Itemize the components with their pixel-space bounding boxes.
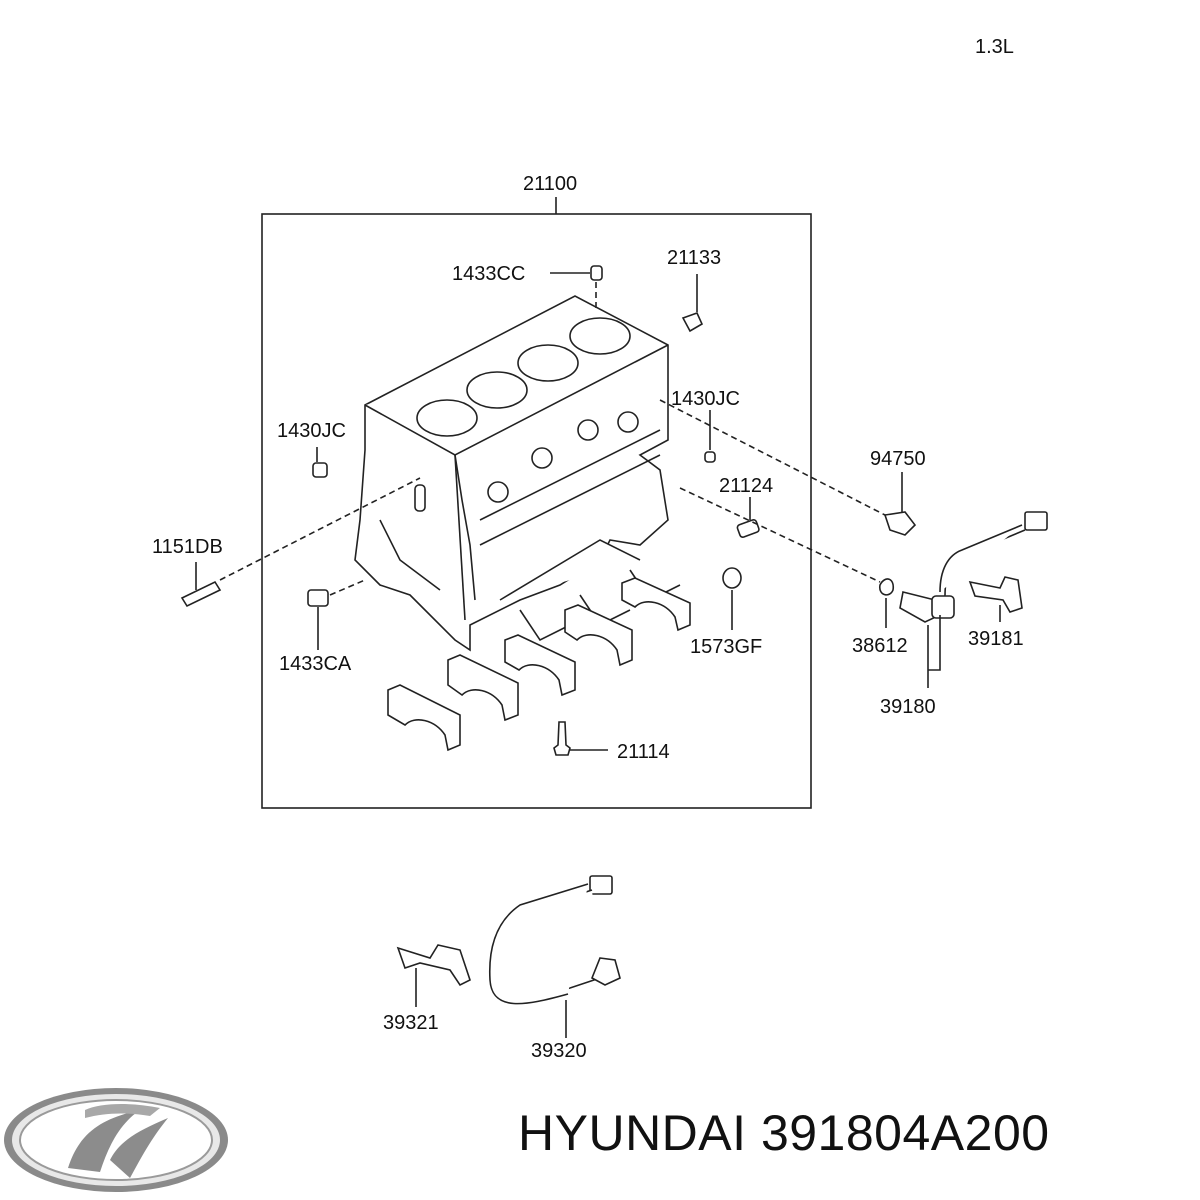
plug-21133 xyxy=(681,311,704,333)
callout-label: 39181 xyxy=(968,628,1024,650)
callout-label: 39321 xyxy=(383,1012,439,1034)
leader-39180 xyxy=(927,615,941,688)
callout-label: 1151DB xyxy=(152,536,223,558)
callout-label: 1433CC xyxy=(452,263,526,285)
callout-label: 38612 xyxy=(852,635,908,657)
cylinder-block xyxy=(354,295,681,652)
callout-label: 21133 xyxy=(667,247,722,269)
sensor-94750 xyxy=(883,511,917,536)
knock-sensor-39320 xyxy=(488,875,621,1005)
hyundai-logo xyxy=(4,1088,228,1192)
callout-label: 21100 xyxy=(523,173,578,195)
bracket-39181 xyxy=(968,576,1023,613)
bracket-39321 xyxy=(396,944,471,987)
dowel-21124 xyxy=(736,518,760,538)
callout-label: 1430JC xyxy=(277,420,346,442)
o-ring-38612 xyxy=(879,578,895,596)
dowel-1430jc-left xyxy=(312,462,328,478)
bearing-caps xyxy=(387,577,691,752)
brand-part-number: HYUNDAI 391804A200 xyxy=(518,1108,1050,1158)
plug-1433ca xyxy=(307,589,329,607)
dowel-1430jc-right xyxy=(704,451,716,463)
main-cap-bolt xyxy=(553,721,571,756)
part-number: 391804A200 xyxy=(760,1105,1050,1161)
callout-label: 94750 xyxy=(870,448,926,470)
callout-label: 21124 xyxy=(719,475,774,497)
group-frame xyxy=(261,213,812,809)
callout-label: 1433CA xyxy=(279,653,352,675)
brand-name: HYUNDAI xyxy=(518,1105,747,1161)
callout-label: 39180 xyxy=(880,696,936,718)
stud-1151db xyxy=(180,580,222,608)
plug-1433cc xyxy=(590,265,603,281)
callout-label: 21114 xyxy=(617,741,670,763)
callout-label: 1573GF xyxy=(690,636,763,658)
seal-1573gf xyxy=(722,567,742,589)
crank-sensor-39180 xyxy=(899,511,1048,623)
engine-variant-label: 1.3L xyxy=(975,36,1014,58)
callout-label: 39320 xyxy=(531,1040,587,1062)
callout-label: 1430JC xyxy=(671,388,740,410)
